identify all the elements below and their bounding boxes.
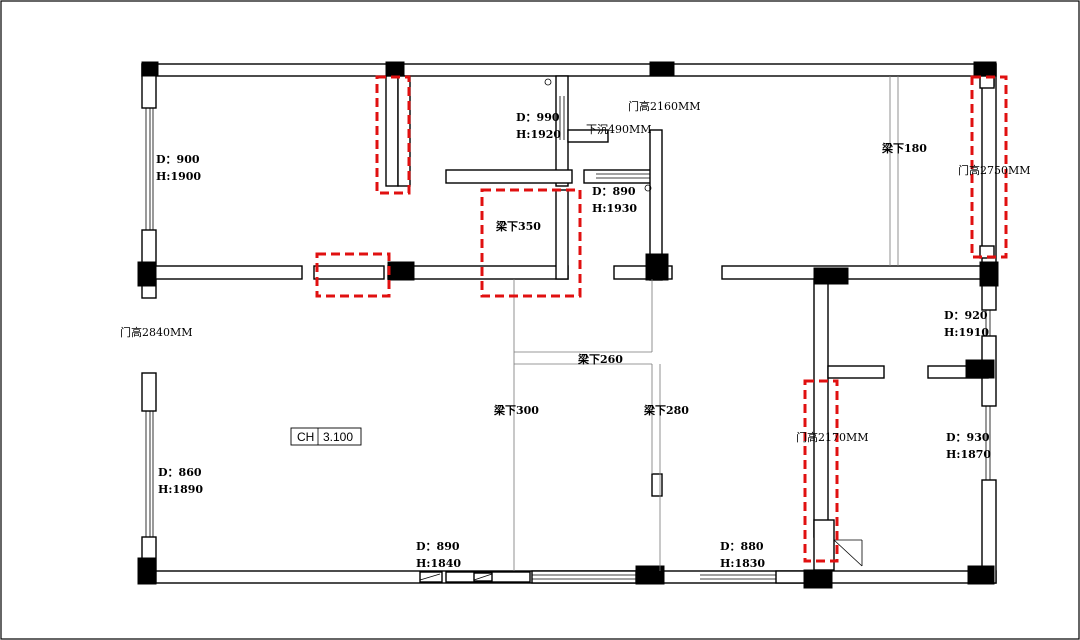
door-swing-right-bottom: [833, 539, 863, 567]
ceiling-code: CH: [297, 430, 314, 444]
beam-label: 梁下350: [495, 219, 541, 233]
wall-vertical-small: [567, 129, 609, 143]
door-height-label: 门高2840MM: [120, 325, 193, 339]
highlight-box: [970, 75, 1008, 259]
column: [645, 253, 669, 281]
column: [973, 61, 997, 77]
window-label-d: D：920: [944, 309, 988, 322]
wall-right-vertical: [813, 278, 829, 538]
wall-top-left-fin: [385, 75, 399, 187]
beam-label: 梁下280: [643, 403, 689, 417]
wall-top: [141, 63, 997, 77]
column: [965, 359, 995, 379]
wall-left-low: [141, 372, 157, 412]
bottom-window-slashes: [419, 571, 531, 583]
column: [387, 261, 415, 281]
beam-label: 梁下180: [881, 141, 927, 155]
window-left-lower: [145, 411, 154, 537]
window-bottom-mid: [531, 570, 807, 584]
window-label-h: H:1830: [720, 557, 765, 570]
window-label-h: H:1840: [416, 557, 461, 570]
window-label-d: D：930: [946, 431, 990, 444]
window-right-lower: [985, 406, 991, 480]
highlight-box: [480, 188, 582, 298]
wall-top-spine: [445, 169, 573, 184]
wall-right-stub: [827, 365, 885, 379]
wall-door-stub: [313, 265, 385, 280]
highlight-box: [375, 75, 411, 195]
beam-label: 梁下260: [577, 352, 623, 366]
column: [979, 261, 999, 287]
column: [649, 61, 675, 77]
door-height-label: 门高2160MM: [628, 99, 701, 113]
window-label-h: H:1890: [158, 483, 203, 496]
door-sunken: [596, 169, 652, 192]
column: [803, 569, 833, 589]
door-label-d: D：890: [592, 185, 636, 198]
window-label-d: D：880: [720, 540, 764, 553]
column: [967, 565, 995, 585]
door-height-label: 门高2170MM: [796, 430, 869, 444]
highlight-box: [315, 252, 391, 298]
door-top-mid: [544, 78, 565, 140]
beam-lines: [513, 76, 899, 571]
column: [137, 557, 157, 585]
highlight-box: [803, 379, 839, 563]
ceiling-value: 3.100: [323, 430, 353, 444]
column: [635, 565, 665, 585]
wall-top-spine-right: [583, 169, 657, 184]
window-label-h: H:1910: [944, 326, 989, 339]
door-label-h: H:1920: [516, 128, 561, 141]
window-label-h: H:1870: [946, 448, 991, 461]
column: [141, 61, 159, 77]
wall-box-350-right: [555, 189, 569, 280]
window-label-h: H:1900: [156, 170, 201, 183]
window-label-d: D：890: [416, 540, 460, 553]
wall-interior-horizontal-right: [721, 265, 989, 280]
beam-label: 梁下300: [493, 403, 539, 417]
door-height-label: 门高2750MM: [958, 163, 1031, 177]
door-label-d: D：990: [516, 111, 560, 124]
ceiling-height-tag: CH 3.100: [290, 427, 362, 446]
window-label-d: D：860: [158, 466, 202, 479]
wall-small-box: [651, 473, 663, 497]
column: [385, 61, 405, 77]
column: [137, 261, 157, 287]
window-label-d: D：900: [156, 153, 200, 166]
window-left-upper: [145, 108, 154, 230]
column: [813, 267, 849, 285]
wall-interior-horizontal-mid: [387, 265, 569, 280]
wall-interior-horizontal-left: [141, 265, 303, 280]
door-label-h: H:1930: [592, 202, 637, 215]
window-right-upper: [985, 310, 991, 336]
sunken-label: 下沉490MM: [586, 123, 652, 136]
